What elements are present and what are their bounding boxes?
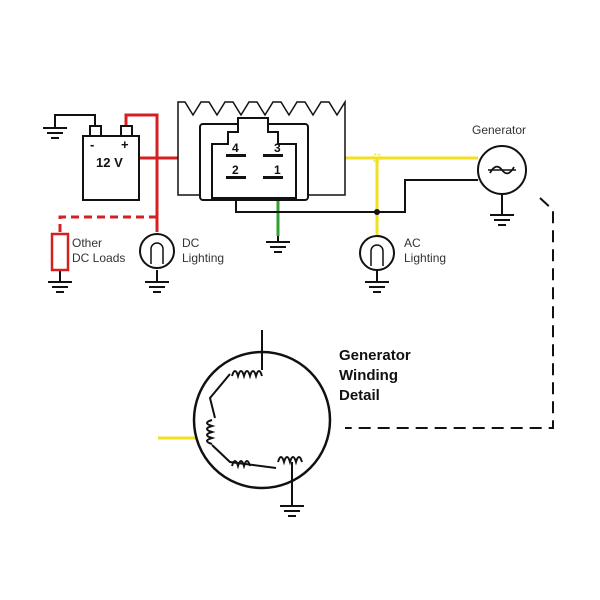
ground-icon bbox=[364, 281, 390, 293]
other-dc-loads-label-line2: DC Loads bbox=[72, 251, 125, 265]
ac-lighting-label-line2: Lighting bbox=[404, 251, 446, 265]
pin-2-slot bbox=[226, 176, 246, 179]
wire-crossover-marker bbox=[372, 153, 382, 163]
pin-1-slot bbox=[263, 176, 283, 179]
battery-minus-label: - bbox=[90, 137, 94, 152]
dc-lighting-label-line1: DC bbox=[182, 236, 200, 250]
battery-ground-wire bbox=[54, 114, 96, 130]
lamp-icon bbox=[359, 235, 395, 271]
ground-icon bbox=[279, 505, 305, 517]
regulator-rectifier: 4 3 2 1 bbox=[177, 99, 346, 201]
battery-voltage-label: 12 V bbox=[96, 155, 123, 170]
coil-icon bbox=[231, 370, 263, 380]
ac-generator-icon bbox=[477, 145, 527, 195]
pin-3-slot bbox=[263, 154, 283, 157]
generator-winding-detail bbox=[192, 330, 332, 506]
generator-label: Generator bbox=[472, 123, 526, 137]
other-dc-loads-resistor bbox=[50, 232, 70, 272]
pin-4-slot bbox=[226, 154, 246, 157]
winding-detail-title-line3: Detail bbox=[339, 387, 380, 404]
battery: - + 12 V bbox=[82, 125, 140, 201]
ground-icon bbox=[265, 241, 291, 253]
pin-label-1: 1 bbox=[274, 163, 281, 177]
pin-label-2: 2 bbox=[232, 163, 239, 177]
dc-lighting-label-line2: Lighting bbox=[182, 251, 224, 265]
coil-icon bbox=[277, 456, 303, 466]
ground-icon bbox=[42, 127, 68, 139]
ground-icon bbox=[144, 281, 170, 293]
ground-icon bbox=[489, 214, 515, 226]
battery-plus-label: + bbox=[121, 137, 129, 152]
coil-icon bbox=[231, 460, 251, 470]
lamp-icon bbox=[139, 233, 175, 269]
coil-icon bbox=[206, 419, 216, 445]
winding-detail-title-line2: Winding bbox=[339, 367, 398, 384]
junction-dot bbox=[374, 209, 380, 215]
ac-lighting-label-line1: AC bbox=[404, 236, 421, 250]
ground-icon bbox=[47, 281, 73, 293]
pin-label-3: 3 bbox=[274, 141, 281, 155]
pin-label-4: 4 bbox=[232, 141, 239, 155]
winding-detail-title-line1: Generator bbox=[339, 347, 411, 364]
detail-callout-dashed-line bbox=[345, 197, 554, 429]
other-dc-loads-label-line1: Other bbox=[72, 236, 102, 250]
